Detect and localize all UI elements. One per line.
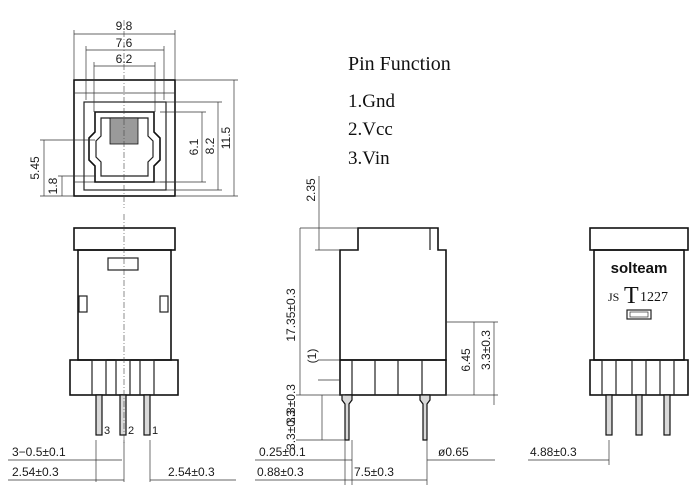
pin-2-number: 2 [128, 425, 134, 437]
back-mark-js: JS [608, 290, 619, 304]
pin-2-label: 2.Vcc [348, 119, 393, 140]
front-inner-frame [83, 101, 167, 191]
dim-front-h115: 11.5 [219, 126, 233, 149]
back-cap [589, 227, 689, 251]
dim-side-height: 17.35±0.3 [284, 288, 298, 342]
dim-side-h645: 6.45 [459, 348, 473, 372]
back-brand-logo: solteam [611, 260, 668, 277]
dim-side-w75: 7.5±0.3 [354, 465, 394, 479]
dim-pitch-right: 2.54±0.3 [168, 465, 215, 479]
dim-front-h545: 5.45 [28, 156, 42, 180]
pin-1-label: 1.Gnd [348, 91, 395, 112]
side-base [339, 359, 447, 396]
pin-view-latch [107, 257, 139, 271]
pin-1 [143, 394, 151, 436]
pin-view: 3 2 1 3−0.5±0.1 2.54±0.3 2.54±0.3 [8, 214, 236, 482]
pin-2 [119, 394, 127, 436]
pin-view-cap [73, 227, 176, 251]
pin-function: Pin Function 1.Gnd 2.Vcc 3.Vin [348, 53, 451, 169]
front-receptacle [88, 111, 161, 183]
side-view: 2.35 17.35±0.3 (1) 3.3±0.3 3.3±0.3 6.45 … [255, 176, 498, 485]
back-mark-number: 1227 [640, 290, 668, 305]
pin-view-body [77, 249, 172, 361]
dim-side-lower: 3.3±0.3 [284, 384, 298, 424]
pin-function-title: Pin Function [348, 53, 451, 75]
back-mark-t: T [624, 283, 639, 309]
back-base [589, 359, 689, 396]
front-view: 9.8 7.6 6.2 6.1 8.2 11.5 5.45 1.8 [28, 19, 238, 208]
pin-3-label: 3.Vin [348, 148, 390, 169]
back-pin-left [605, 394, 613, 436]
dim-back-offset: 4.88±0.3 [530, 445, 577, 459]
dim-side-lower2: 3.3±0.3 [284, 410, 298, 450]
dim-side-top: 2.35 [304, 178, 318, 202]
front-outer-body [73, 79, 176, 197]
side-pin-right [419, 394, 431, 441]
dim-pitch-left: 2.54±0.3 [12, 465, 59, 479]
dim-front-h18: 1.8 [46, 177, 60, 194]
dim-front-h61: 6.1 [187, 138, 201, 155]
dim-side-one: (1) [305, 349, 319, 364]
back-pin-right [663, 394, 671, 436]
dim-side-h33: 3.3±0.3 [479, 330, 493, 370]
dim-side-pin-dia: ø0.65 [438, 445, 469, 459]
back-pin-mid [635, 394, 643, 436]
back-window [626, 309, 652, 320]
pin-1-number: 1 [152, 425, 158, 437]
pin-3-number: 3 [104, 425, 110, 437]
dim-pin-diameter: 3−0.5±0.1 [12, 445, 66, 459]
side-pin-left [341, 394, 353, 441]
dim-front-width-inner: 6.2 [116, 52, 133, 66]
back-view: solteam JS T 1227 4.88±0.3 [528, 227, 689, 465]
dim-side-w088: 0.88±0.3 [257, 465, 304, 479]
pin-3 [95, 394, 103, 436]
dim-front-h82: 8.2 [203, 137, 217, 154]
dim-side-w025: 0.25±0.1 [259, 445, 306, 459]
dim-front-width-outer: 9.8 [116, 19, 133, 33]
dim-front-width-mid: 7.6 [116, 36, 133, 50]
